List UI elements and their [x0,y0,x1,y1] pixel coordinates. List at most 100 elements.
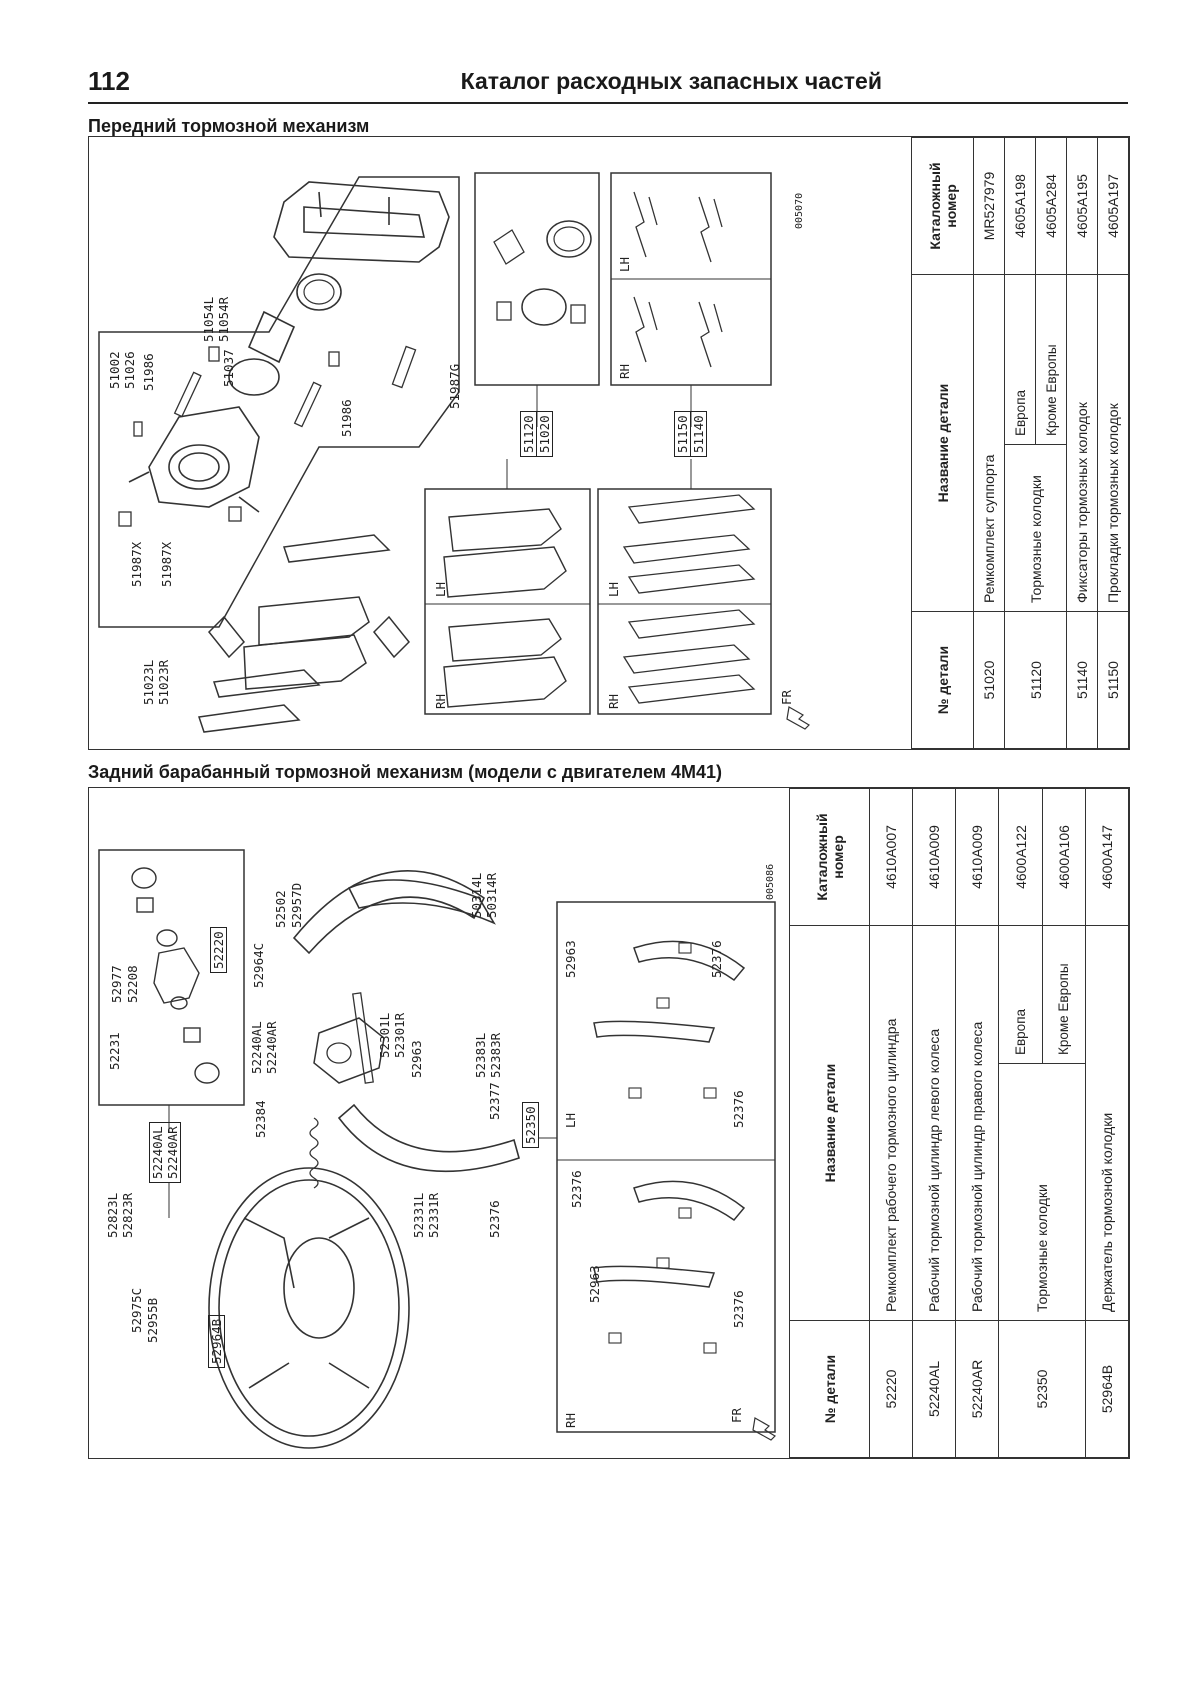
col-part-name: Название детали [789,925,870,1321]
col-part-name: Название детали [911,274,974,612]
label-51037: 51037 [221,349,236,387]
label-52977: 52977 [109,965,124,1003]
front-diagram-drawing [98,172,810,733]
box-label-51020: 51020 [536,411,553,457]
col-part-number: № детали [911,611,974,749]
label-52376-b: 52376 [709,940,724,978]
label-52955b: 52955B [145,1297,160,1343]
label-rh-shims: RH [606,693,621,709]
box-label-52350: 52350 [522,1102,539,1148]
table-row: 51020 Ремкомплект суппорта MR527979 [973,137,1005,749]
rear-diagram-code: 005086 [765,863,776,900]
kit-box-52220 [98,849,245,1106]
box-label-52240: 52240AL 52240AR [149,1122,181,1183]
page-number: 112 [88,66,130,96]
front-pads [198,534,411,733]
label-50314: 50314L 50314R [469,872,499,918]
label-51054: 51054L 51054R [201,296,231,342]
shoes-box-52350 [556,901,776,1433]
label-52383: 52383L 52383R [473,1032,503,1078]
boot-ring [228,358,280,396]
label-lh-pads: LH [433,581,448,597]
rear-frame: 52220 52977 52208 52231 52240AL 52240AR … [88,787,1130,1459]
table-row: 52240AR Рабочий тормозной цилиндр правог… [955,788,999,1458]
caliper-bracket [273,181,450,263]
label-fr: FR [779,689,794,705]
front-diagram-code: 005070 [794,192,805,229]
col-catalog-number: Каталожный номер [789,788,870,926]
wheel-cylinder [313,1017,385,1084]
label-lh-fix: LH [617,256,632,272]
label-52377: 52377 [487,1082,502,1120]
label-51987x-b: 51987X [159,541,174,587]
label-51987g: 51987G [447,363,462,409]
label-52376-a: 52376 [487,1200,502,1238]
kit-box-51020 [474,172,600,386]
label-lh-shims: LH [606,581,621,597]
caliper-body [128,406,260,513]
box-label-51150: 51150 [674,411,691,457]
fr-arrow [786,706,810,730]
box-label-52220: 52220 [210,927,227,973]
adjuster [352,992,374,1084]
label-rh-fix: RH [617,363,632,379]
page-header: 112 Каталог расходных запасных частей [88,62,1128,104]
label-lh-shoes: LH [563,1112,578,1128]
label-52964c: 52964C [251,942,266,988]
label-52376-d: 52376 [569,1170,584,1208]
label-52376-e: 52376 [731,1290,746,1328]
rear-diagram: 52220 52977 52208 52231 52240AL 52240AR … [89,788,789,1458]
label-fr-rear: FR [729,1407,744,1423]
box-label-51120: 51120 [520,411,537,457]
table-row: 51140 Фиксаторы тормозных колодок 4605A1… [1066,137,1098,749]
rear-section-title: Задний барабанный тормозной механизм (мо… [88,762,723,782]
label-52963: 52963 [409,1040,424,1078]
label-51986-b: 51986 [339,399,354,437]
table-row: 52240AL Рабочий тормозной цилиндр левого… [912,788,956,1458]
guide-bolts [118,345,417,527]
label-52240: 52240AL 52240AR [249,1021,279,1074]
table-row: 51150 Прокладки тормозных колодок 4605A1… [1097,137,1129,749]
label-52963-c: 52963 [587,1265,602,1303]
rear-parts-table: № детали Название детали Каталожный номе… [789,788,1129,1458]
table-row: 52350 Тормозные колодки Европа 4600A122 [998,788,1086,1458]
label-52376-c: 52376 [731,1090,746,1128]
label-51002: 51002 [107,351,122,389]
label-rh-pads: RH [433,693,448,709]
front-diagram: 51054L 51054R 51037 51002 51026 51986 51… [89,137,911,749]
front-section-title: Передний тормозной механизм [88,116,370,136]
label-52231: 52231 [107,1032,122,1070]
label-52384: 52384 [253,1100,268,1138]
label-52301: 52301L 52301R [377,1012,407,1058]
fr-arrow-rear [752,1417,776,1441]
table-row: 52220 Ремкомплект рабочего тормозного ци… [869,788,913,1458]
piston [247,310,296,364]
table-row: 52964B Держатель тормозной колодки 4600A… [1085,788,1129,1458]
front-parts-table: № детали Название детали Каталожный номе… [911,137,1129,749]
front-frame: 51054L 51054R 51037 51002 51026 51986 51… [88,136,1130,750]
label-51986-a: 51986 [141,353,156,391]
label-52502: 52502 [273,890,288,928]
label-52963-b: 52963 [563,940,578,978]
shims-box-51150 [597,488,772,715]
col-catalog-number: Каталожный номер [911,137,974,275]
table-row: 51120 Тормозные колодки Европа 4605A198 [1004,137,1067,749]
col-part-number: № детали [789,1320,870,1458]
caliper-group-outline [98,176,460,628]
label-52208: 52208 [125,965,140,1003]
label-rh-shoes: RH [563,1412,578,1428]
piston-seal [296,273,342,311]
label-52975c: 52975C [129,1287,144,1333]
box-label-51140: 51140 [690,411,707,457]
label-52331: 52331L 52331R [411,1192,441,1238]
label-52823: 52823L 52823R [105,1192,135,1238]
book-title: Каталог расходных запасных частей [460,68,882,94]
rear-diagram-drawing [98,849,776,1449]
return-spring [309,1117,319,1189]
label-51987x-a: 51987X [129,541,144,587]
box-label-52964b: 52964B [208,1314,225,1368]
label-51026: 51026 [122,351,137,389]
label-52957d: 52957D [289,882,304,928]
brake-shoes [292,870,520,1173]
label-51023: 51023L 51023R [141,659,171,705]
